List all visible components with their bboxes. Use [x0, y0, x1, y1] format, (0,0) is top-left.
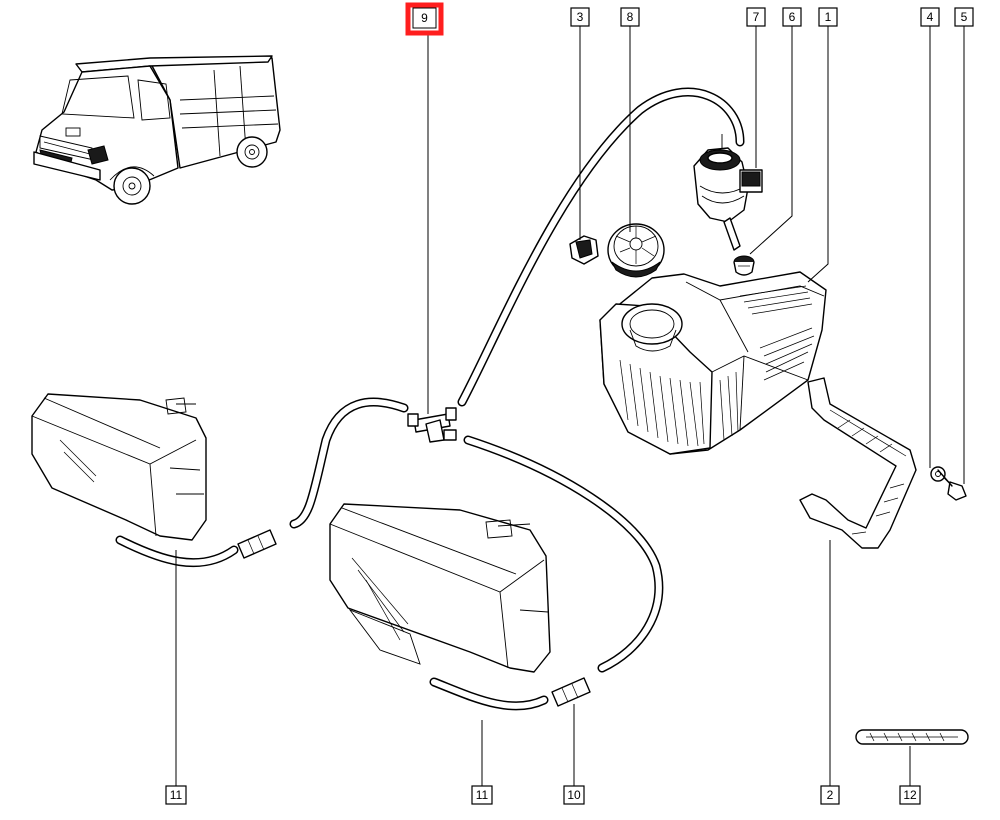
- hose-connector-left: [237, 529, 277, 559]
- headlamp-right: [329, 503, 551, 673]
- reservoir-cap: [607, 223, 665, 278]
- van-illustration: [33, 55, 281, 205]
- callout-9[interactable]: 9: [405, 2, 444, 36]
- callout-label: 4: [927, 10, 934, 24]
- callout-label: 2: [827, 788, 834, 802]
- washer: [930, 466, 946, 482]
- t-piece-connector: [407, 407, 457, 443]
- pump-grommet: [733, 255, 755, 276]
- callout-label: 8: [627, 10, 634, 24]
- reservoir-bracket: [799, 377, 917, 549]
- callout-label: 11: [476, 788, 489, 802]
- callout-8[interactable]: 8: [620, 7, 640, 27]
- callout-1[interactable]: 1: [818, 7, 838, 27]
- callout-label: 7: [753, 10, 760, 24]
- callout-label: 6: [789, 10, 796, 24]
- washer-reservoir: [599, 271, 827, 455]
- callout-12[interactable]: 12: [899, 785, 921, 805]
- callout-4[interactable]: 4: [920, 7, 940, 27]
- callout-label: 10: [567, 788, 581, 802]
- bulk-hose-sample: [855, 729, 969, 745]
- callout-2[interactable]: 2: [820, 785, 840, 805]
- hose-clip: [569, 235, 599, 265]
- callout-11-left[interactable]: 11: [165, 785, 187, 805]
- headlamp-left: [31, 393, 207, 541]
- screw: [937, 469, 967, 501]
- callout-label: 5: [961, 10, 968, 24]
- hose-connector-right: [551, 677, 591, 707]
- callout-label: 12: [903, 788, 917, 802]
- callout-11-right[interactable]: 11: [471, 785, 493, 805]
- callout-5[interactable]: 5: [954, 7, 974, 27]
- callout-label: 1: [825, 10, 832, 24]
- washer-pump: [693, 134, 763, 251]
- callout-label: 9: [421, 11, 428, 25]
- callout-10[interactable]: 10: [563, 785, 585, 805]
- washer-hoses: [115, 87, 745, 711]
- leader-lines: [175, 26, 965, 786]
- callout-7[interactable]: 7: [746, 7, 766, 27]
- callout-6[interactable]: 6: [782, 7, 802, 27]
- callout-label: 3: [577, 10, 584, 24]
- callout-label: 11: [170, 788, 183, 802]
- callout-3[interactable]: 3: [570, 7, 590, 27]
